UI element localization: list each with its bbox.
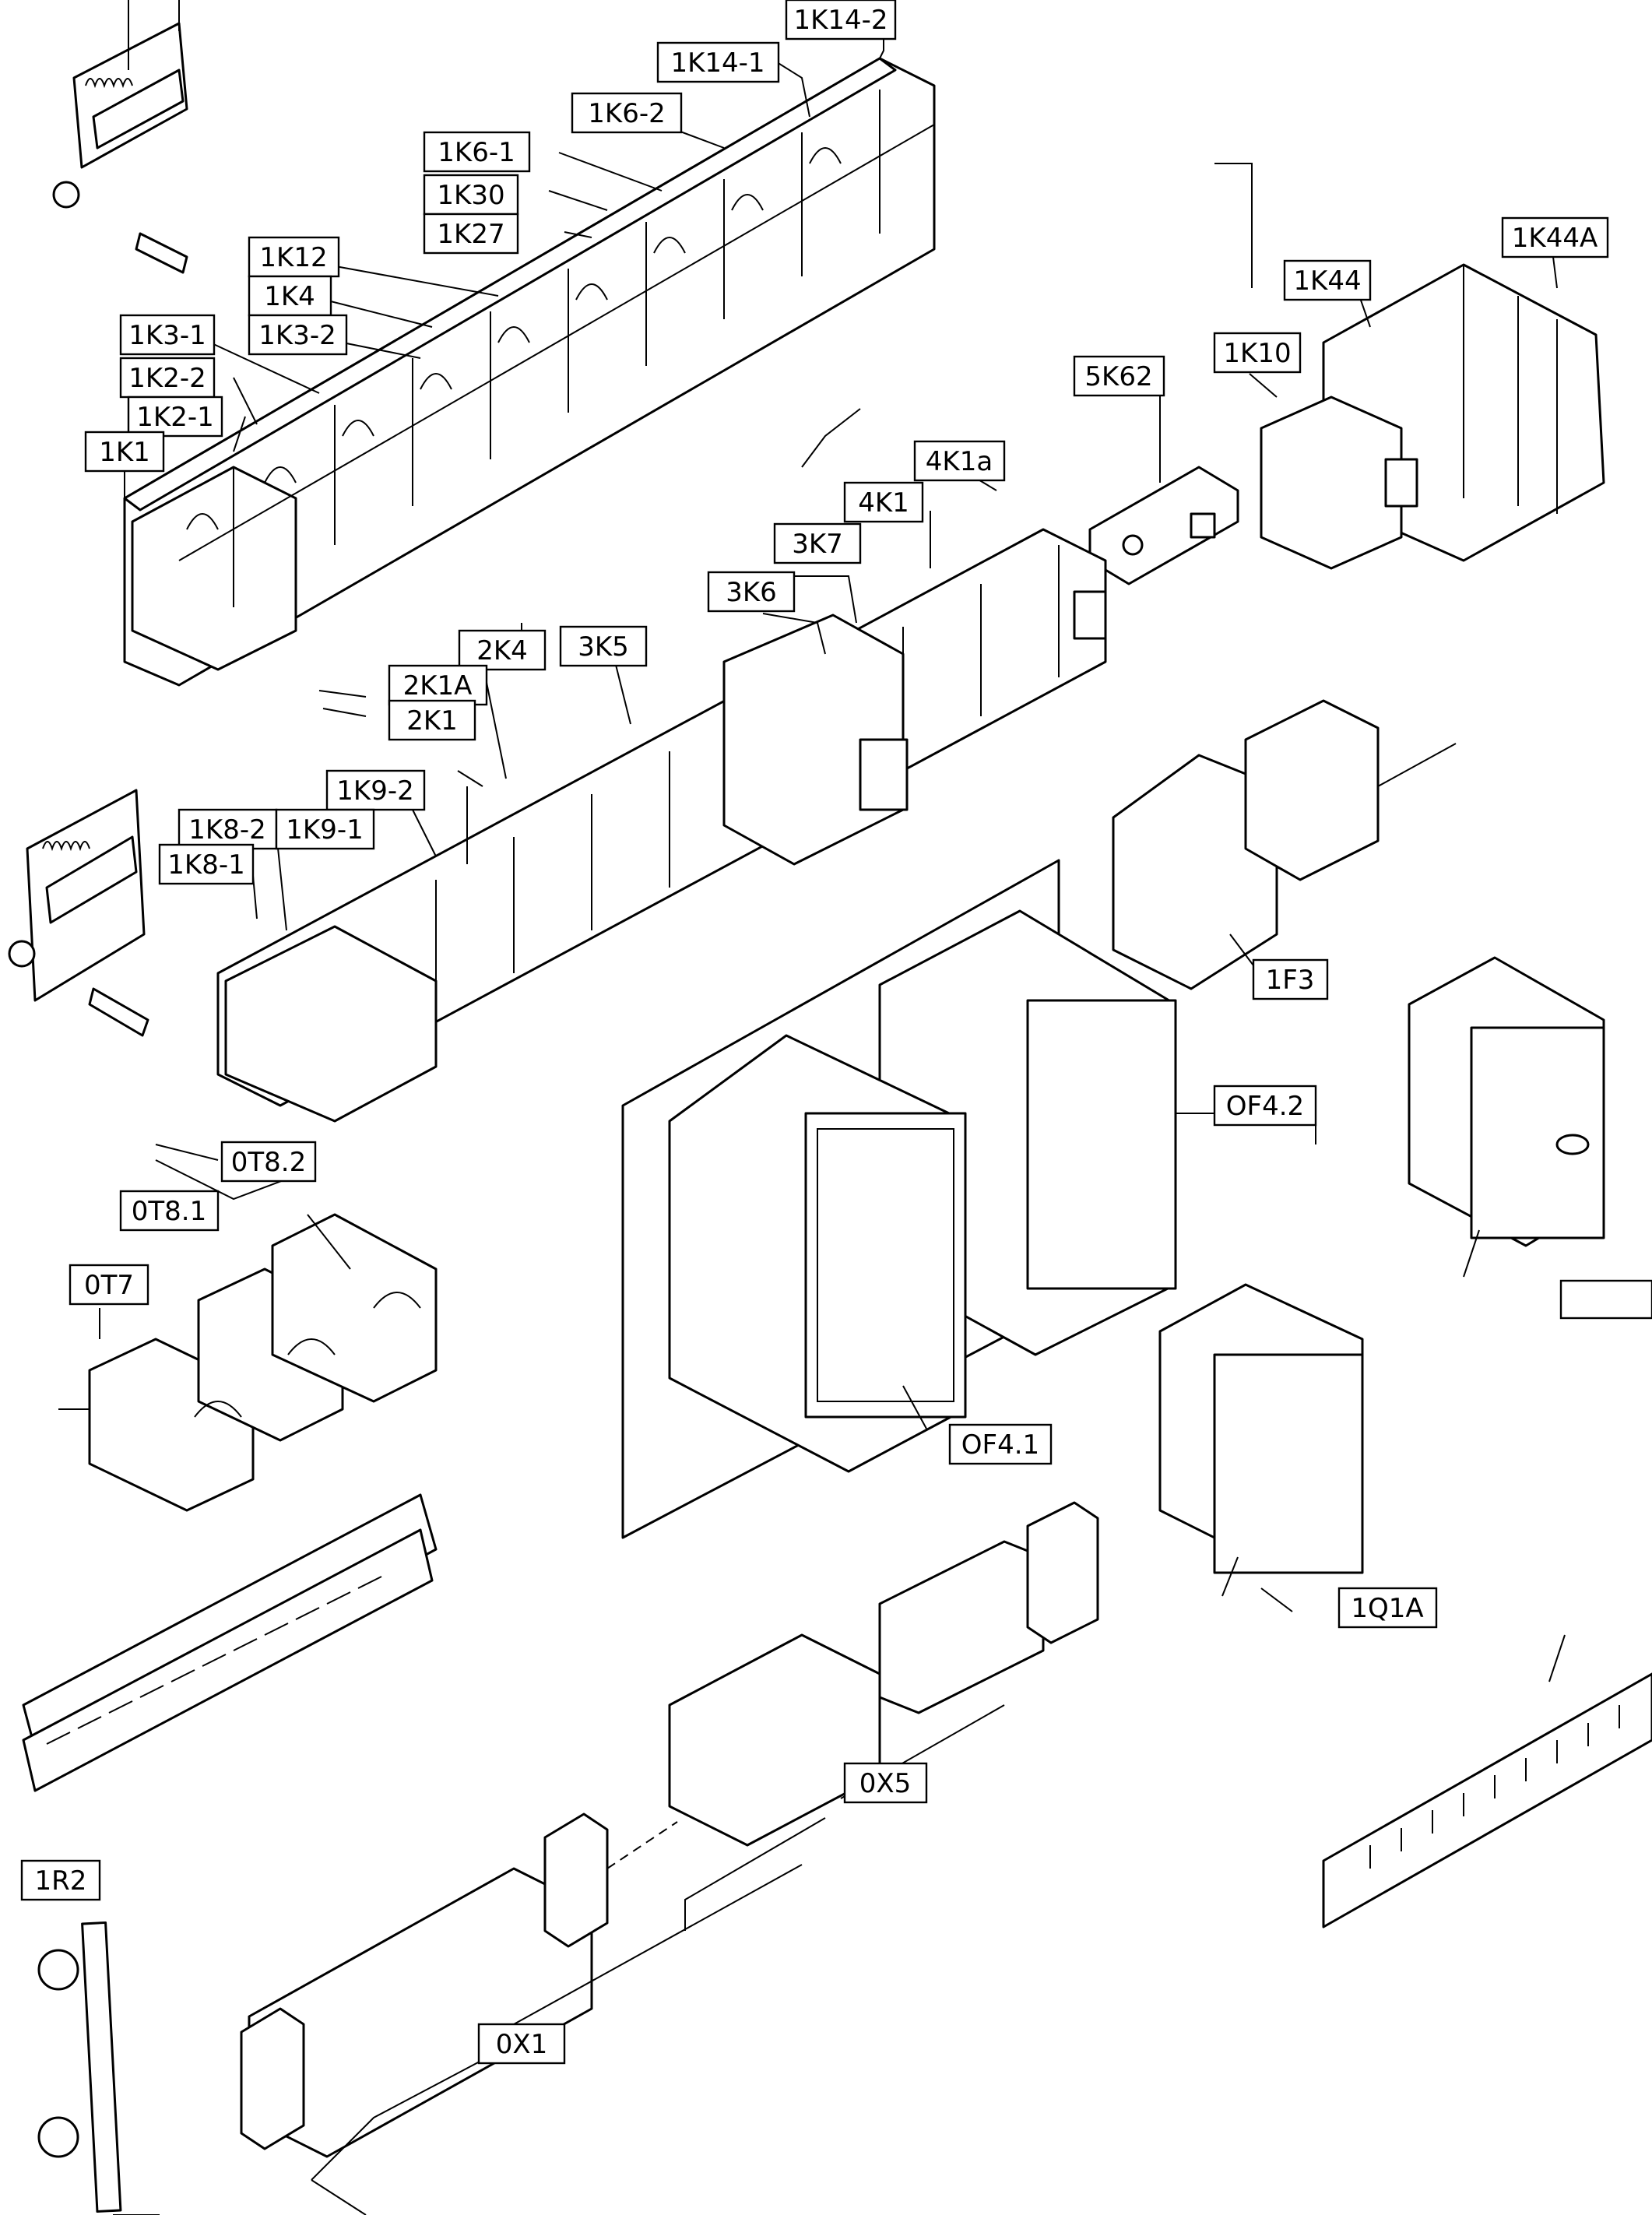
label-1k27: 1K27 [423, 213, 519, 255]
transformers-0t [58, 1213, 438, 1512]
label-1k8-1: 1K8-1 [158, 843, 255, 885]
svg-text:1K2-2: 1K2-2 [128, 363, 206, 394]
svg-text:2K4: 2K4 [476, 635, 528, 666]
top-contactor-rail-assembly [123, 57, 936, 687]
svg-text:0X5: 0X5 [859, 1768, 912, 1799]
svg-text:1K3-1: 1K3-1 [128, 320, 206, 351]
contactor-group-1k44 [1260, 263, 1605, 570]
svg-text:1K27: 1K27 [437, 219, 504, 250]
circuit-breaker-1f3 [1112, 699, 1457, 990]
svg-text:1K8-1: 1K8-1 [167, 849, 244, 881]
middle-contactor-rail-assembly [216, 528, 1107, 1123]
svg-text:0X1: 0X1 [496, 2029, 548, 2060]
svg-text:1K2-1: 1K2-1 [136, 402, 213, 433]
terminal-rail-left [22, 1493, 438, 1792]
svg-text:2K1: 2K1 [406, 705, 458, 737]
svg-text:1K6-1: 1K6-1 [438, 137, 515, 168]
label-0t7: 0T7 [69, 1264, 149, 1306]
label-0t8-2: 0T8.2 [220, 1141, 317, 1183]
svg-text:3K5: 3K5 [578, 631, 629, 663]
cable-duct-right [1322, 1672, 1652, 1928]
label-1k14-1: 1K14-1 [656, 41, 780, 83]
terminal-blocks-0x1 [240, 1812, 678, 2158]
svg-text:1K44: 1K44 [1293, 265, 1361, 297]
svg-text:1F3: 1F3 [1266, 965, 1315, 996]
label-1k4: 1K4 [248, 275, 332, 317]
relay-5k62 [1088, 466, 1239, 585]
potentiometer-1r2 [37, 1921, 160, 2215]
label-1k9-2: 1K9-2 [325, 769, 426, 811]
label-1k3-1: 1K3-1 [119, 314, 216, 356]
motor-protector-upper [1408, 956, 1605, 1278]
svg-text:OF4.1: OF4.1 [961, 1429, 1039, 1461]
label-3k5: 3K5 [559, 625, 648, 667]
label-3k6: 3K6 [707, 571, 796, 613]
svg-text:1K14-2: 1K14-2 [793, 5, 888, 36]
motor-protector-1q1a [1158, 1283, 1364, 1597]
label-2k4: 2K4 [458, 629, 547, 671]
label-1k12: 1K12 [248, 236, 340, 278]
svg-text:3K6: 3K6 [726, 577, 777, 608]
label-blank [1559, 1279, 1652, 1320]
svg-text:1R2: 1R2 [35, 1865, 87, 1897]
label-of4-1: OF4.1 [948, 1423, 1053, 1465]
label-1k44: 1K44 [1283, 259, 1372, 301]
label-1k14-2: 1K14-2 [785, 0, 897, 40]
svg-text:4K1: 4K1 [858, 487, 909, 519]
label-2k1a: 2K1A [388, 664, 488, 706]
svg-text:1K44A: 1K44A [1512, 223, 1598, 254]
svg-text:1K10: 1K10 [1223, 338, 1291, 369]
label-1k2-1: 1K2-1 [127, 396, 223, 438]
label-1k3-2: 1K3-2 [248, 314, 348, 356]
label-of4-2: OF4.2 [1213, 1085, 1317, 1127]
svg-text:1K30: 1K30 [437, 180, 504, 211]
label-0t8-1: 0T8.1 [119, 1190, 220, 1232]
label-1k1: 1K1 [84, 431, 165, 473]
svg-text:2K1A: 2K1A [403, 670, 473, 701]
label-1k9-1: 1K9-1 [275, 808, 375, 850]
label-1k6-1: 1K6-1 [423, 131, 531, 173]
label-5k62: 5K62 [1073, 355, 1165, 397]
svg-text:1K3-2: 1K3-2 [258, 320, 336, 351]
din-rail-bracket-middle [8, 789, 149, 1037]
svg-text:1K6-2: 1K6-2 [588, 98, 665, 129]
svg-text:4K1a: 4K1a [926, 446, 993, 477]
svg-text:0T7: 0T7 [84, 1270, 134, 1301]
label-1k8-2: 1K8-2 [178, 808, 278, 850]
svg-text:1K8-2: 1K8-2 [188, 814, 265, 846]
label-1f3: 1F3 [1252, 958, 1329, 1000]
label-0x1: 0X1 [477, 2023, 566, 2065]
label-1k2-2: 1K2-2 [119, 357, 216, 399]
enclosure-of4 [621, 859, 1177, 1539]
svg-text:3K7: 3K7 [792, 529, 843, 560]
label-0x5: 0X5 [843, 1762, 928, 1804]
svg-text:1K14-1: 1K14-1 [670, 47, 764, 79]
svg-text:1K4: 1K4 [264, 281, 315, 312]
label-1k10: 1K10 [1213, 332, 1302, 374]
label-4k1a: 4K1a [913, 440, 1006, 482]
svg-text:1K9-2: 1K9-2 [336, 775, 413, 807]
svg-text:1K1: 1K1 [99, 437, 150, 468]
svg-text:5K62: 5K62 [1084, 361, 1152, 392]
svg-text:1K9-1: 1K9-1 [286, 814, 363, 846]
svg-text:0T8.1: 0T8.1 [132, 1196, 206, 1227]
svg-text:OF4.2: OF4.2 [1226, 1091, 1304, 1122]
label-1k30: 1K30 [423, 174, 519, 216]
callout-labels: 1K14-2 1K14-1 1K6-2 1K6-1 1K30 1K27 1K12… [20, 0, 1652, 2065]
label-1k6-2: 1K6-2 [571, 92, 683, 134]
label-1r2: 1R2 [20, 1859, 101, 1901]
svg-text:1K12: 1K12 [259, 242, 327, 273]
label-1q1a: 1Q1A [1337, 1587, 1438, 1629]
svg-text:1Q1A: 1Q1A [1351, 1593, 1423, 1624]
label-2k1: 2K1 [388, 699, 476, 741]
leader-lines [99, 30, 1566, 2215]
label-3k7: 3K7 [773, 522, 862, 564]
terminal-blocks-0x5 [668, 1501, 1099, 1847]
svg-text:0T8.2: 0T8.2 [231, 1147, 306, 1178]
label-1k44a: 1K44A [1501, 216, 1609, 258]
label-4k1: 4K1 [843, 481, 924, 523]
din-rail-bracket-top [52, 0, 188, 274]
